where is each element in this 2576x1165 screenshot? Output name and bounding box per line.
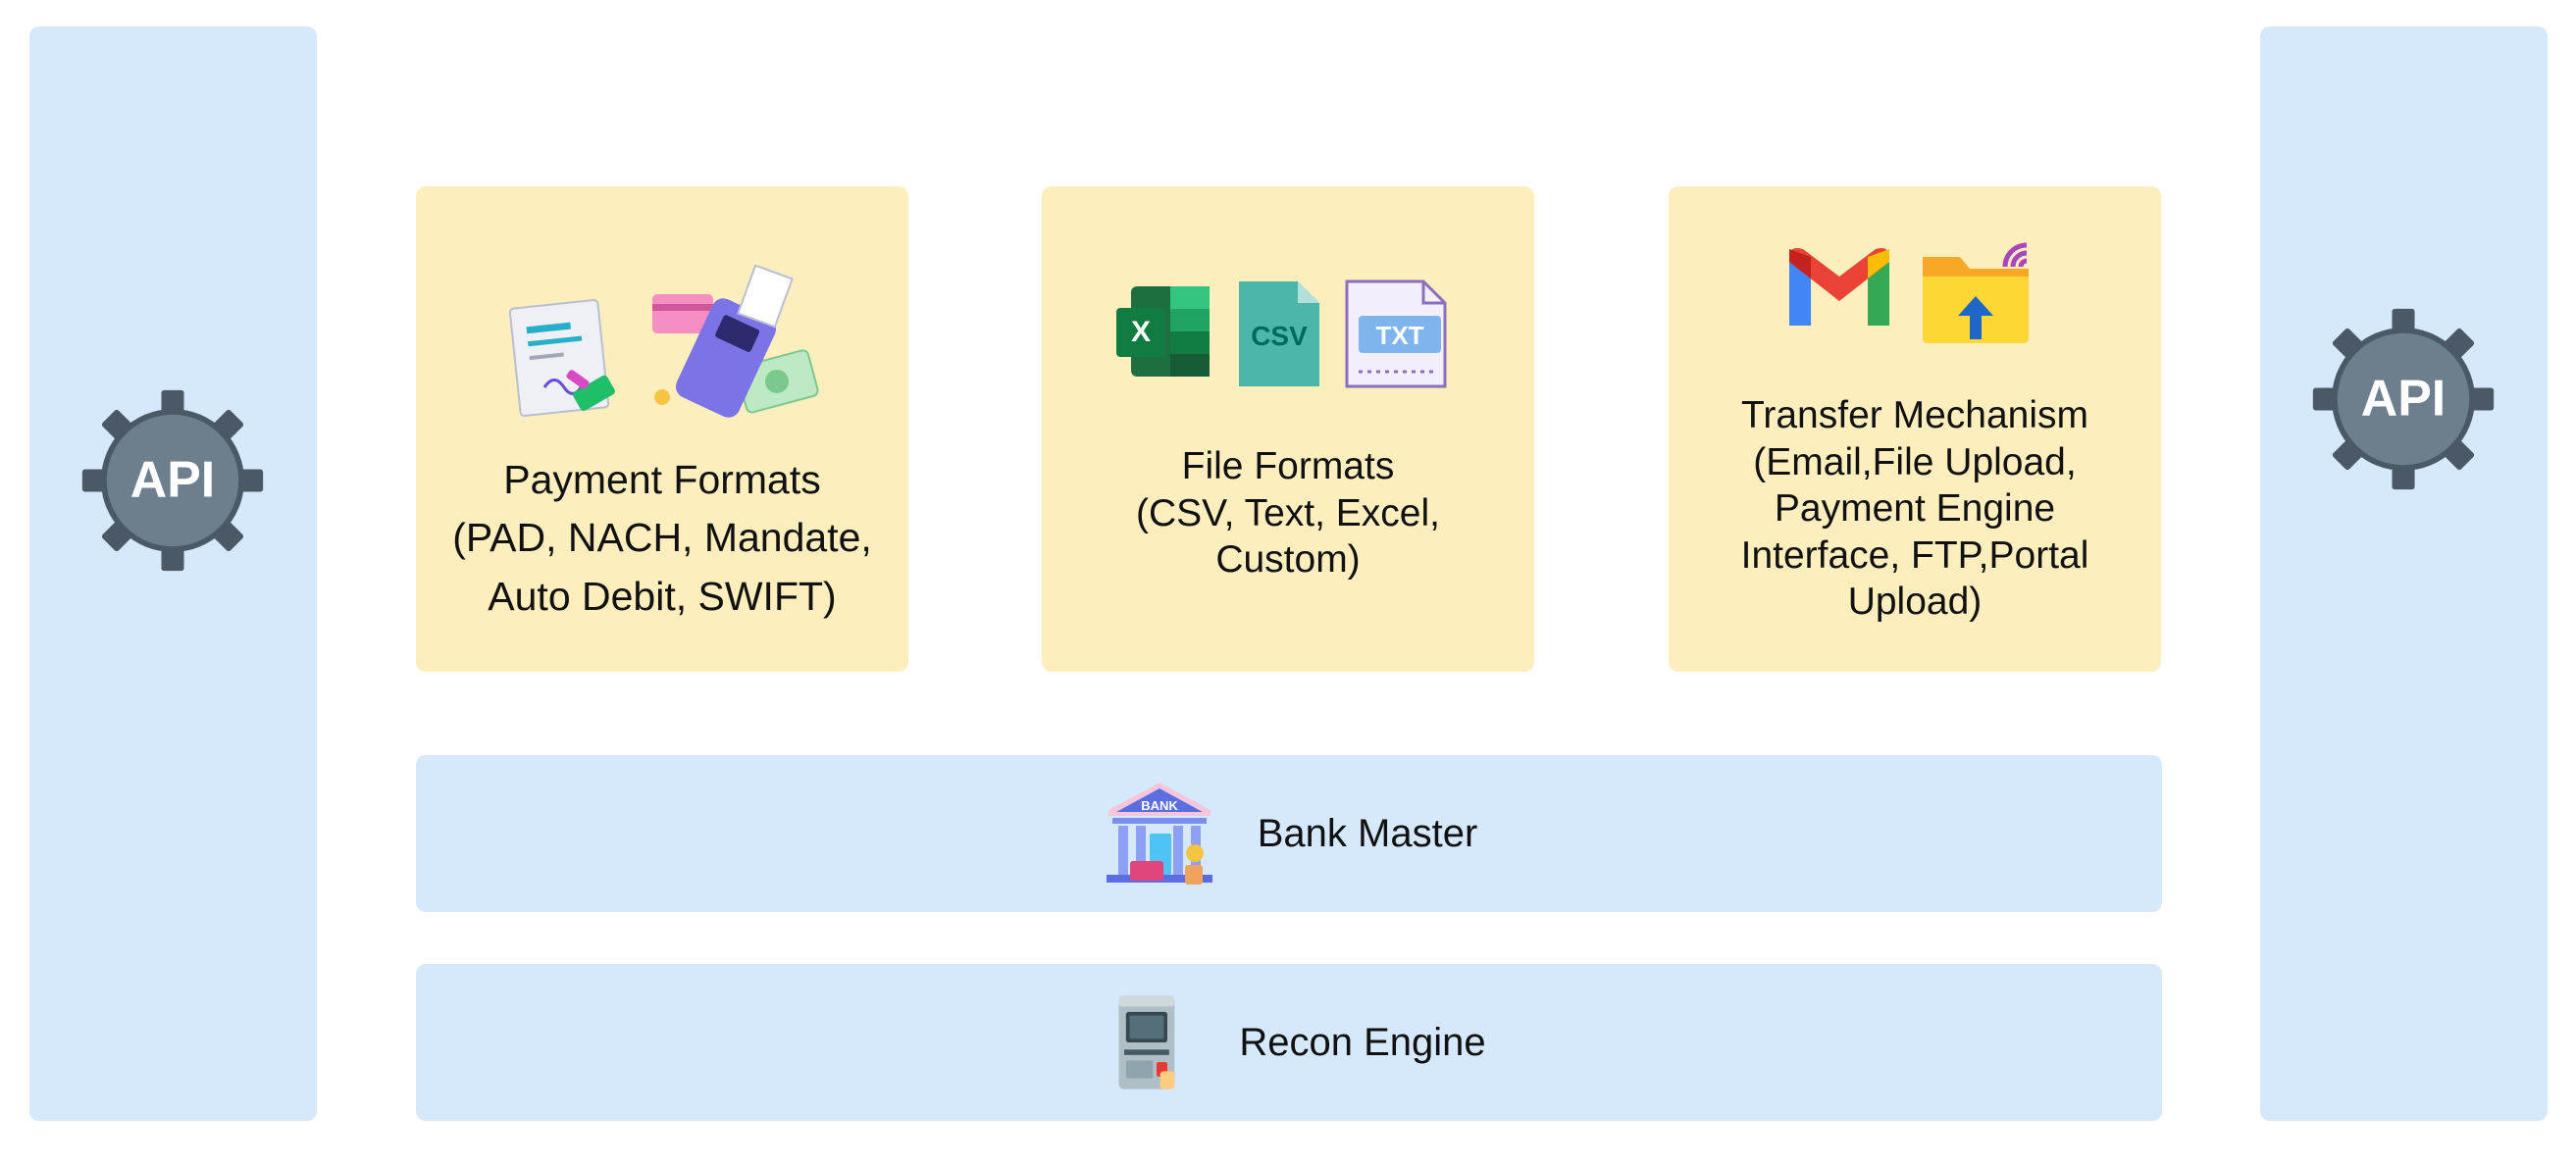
bank-master-label: Bank Master <box>1257 811 1478 855</box>
recon-engine-label: Recon Engine <box>1239 1020 1486 1064</box>
card-title: Transfer Mechanism <box>1741 394 2088 436</box>
file-formats-text: File Formats (CSV, Text, Excel, Custom) <box>1061 443 1515 583</box>
atm-icon <box>1092 984 1200 1101</box>
excel-file-icon: X <box>1116 286 1210 377</box>
payment-formats-text: Payment Formats (PAD, NACH, Mandate, Aut… <box>436 451 889 626</box>
folder-upload-icon <box>1923 242 2029 343</box>
card-detail: Payment Engine <box>1774 487 2056 531</box>
txt-file-icon: TXT <box>1345 279 1447 388</box>
card-detail: (CSV, Text, Excel, <box>1136 491 1440 534</box>
payment-icons <box>416 265 908 422</box>
transfer-mechanism-text: Transfer Mechanism (Email,File Upload, P… <box>1688 392 2141 626</box>
transfer-icons <box>1669 237 2161 345</box>
bank-sign: BANK <box>1141 798 1178 813</box>
left-api-panel <box>29 26 317 1121</box>
gear-icon: API <box>78 386 267 575</box>
csv-label: CSV <box>1251 321 1308 351</box>
card-detail: Auto Debit, SWIFT) <box>488 573 837 619</box>
bank-master-bar: BANK Bank Master <box>416 755 2162 912</box>
transfer-mechanism-card: Transfer Mechanism (Email,File Upload, P… <box>1669 186 2161 672</box>
card-detail: Upload) <box>1847 581 1983 624</box>
card-detail: Interface, FTP,Portal <box>1740 533 2089 577</box>
excel-label: X <box>1131 316 1151 348</box>
gmail-icon <box>1789 248 1889 326</box>
card-detail: (Email,File Upload, <box>1753 440 2077 483</box>
txt-label: TXT <box>1375 321 1423 350</box>
card-detail: (PAD, NACH, Mandate, <box>452 515 872 561</box>
card-title: Payment Formats <box>503 457 821 502</box>
bank-icon: BANK <box>1101 775 1218 892</box>
card-detail: Custom) <box>1215 538 1361 582</box>
right-api-panel <box>2260 26 2548 1121</box>
csv-file-icon: CSV <box>1239 281 1319 386</box>
payment-terminal-icon <box>652 265 819 418</box>
api-label-right: API <box>2361 369 2446 426</box>
card-title: File Formats <box>1181 445 1395 487</box>
payment-formats-card: Payment Formats (PAD, NACH, Mandate, Aut… <box>416 186 908 672</box>
file-formats-card: X CSV TXT File Formats (CSV, Text, Excel… <box>1042 186 1534 672</box>
gear-icon: API <box>2309 305 2498 493</box>
file-icons: X CSV TXT <box>1042 277 1534 394</box>
signed-document-icon <box>508 298 615 418</box>
recon-engine-bar: Recon Engine <box>416 964 2162 1121</box>
api-label-left: API <box>130 450 215 507</box>
